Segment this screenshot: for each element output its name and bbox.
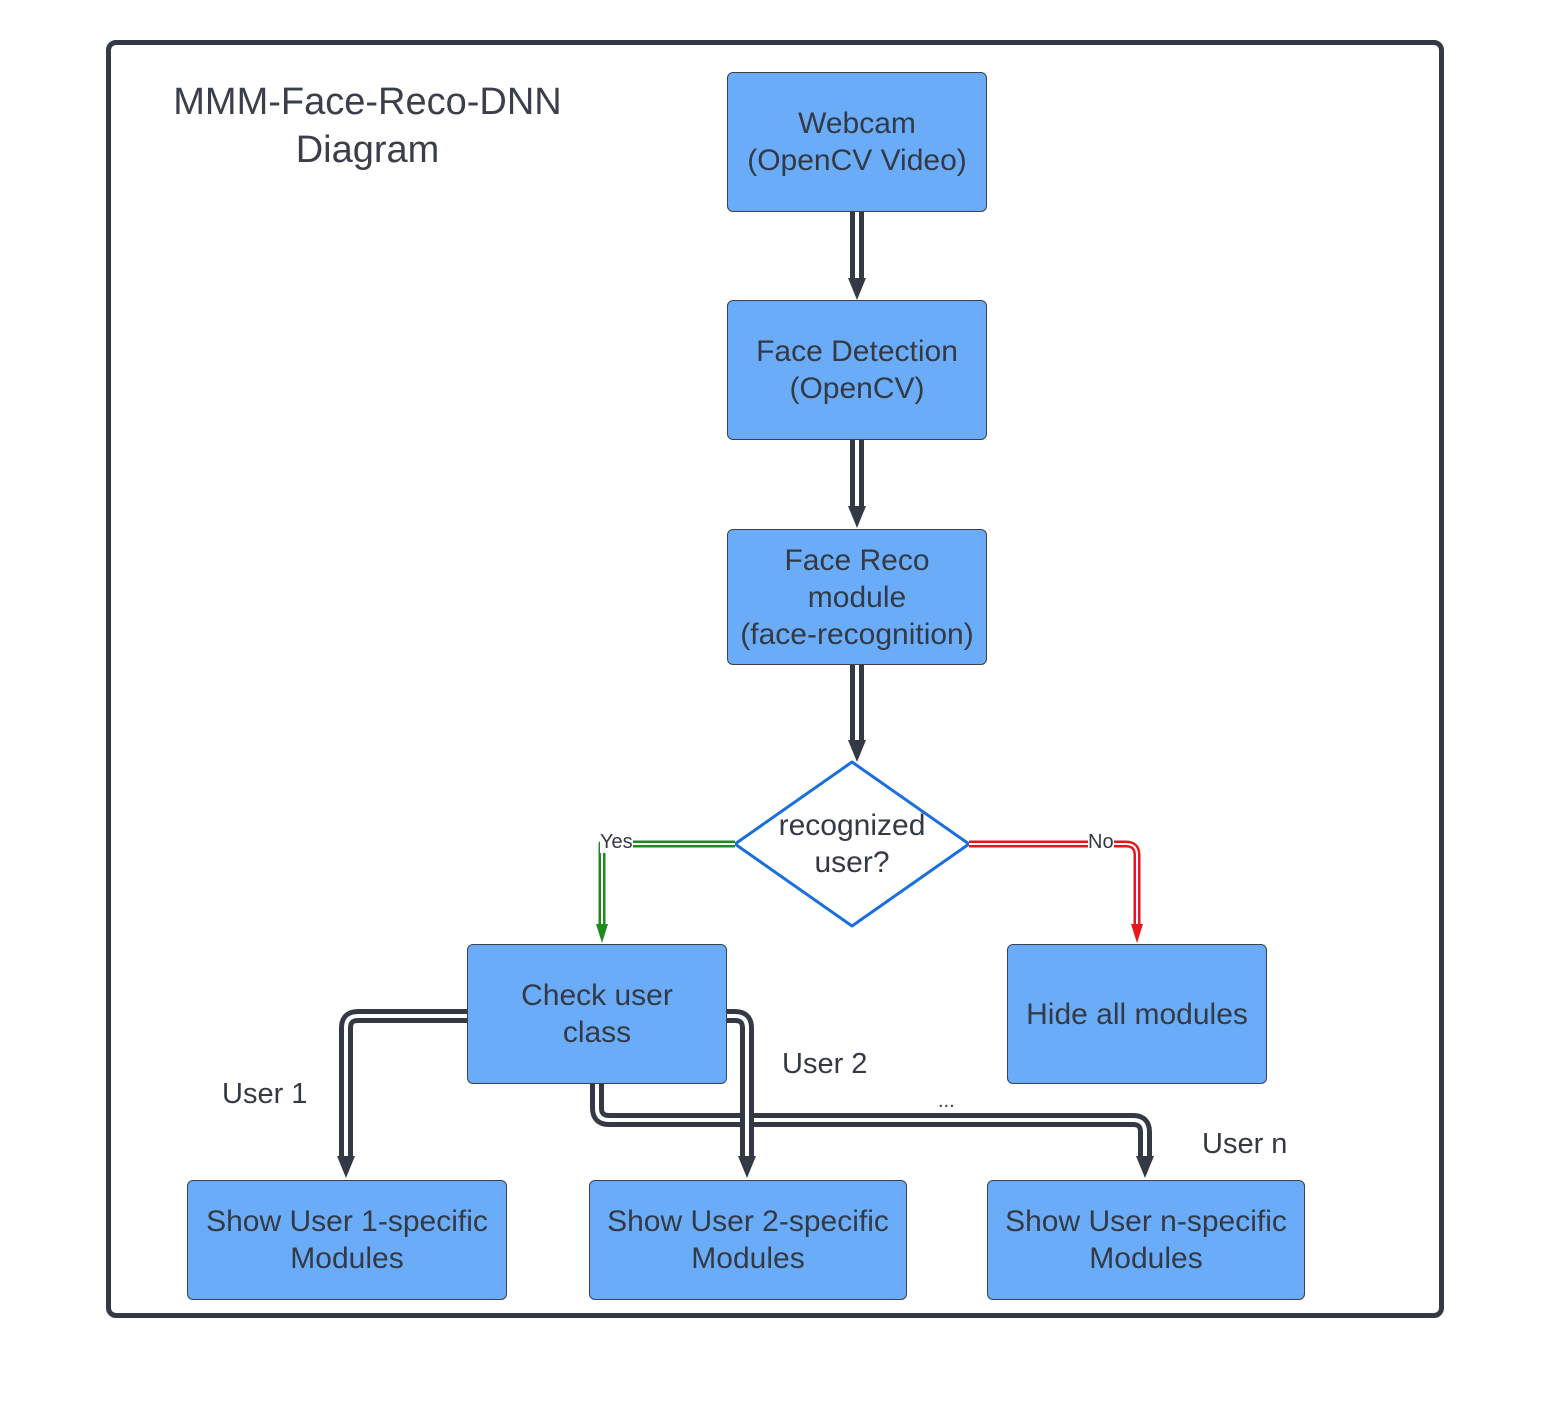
node-show-user-2: Show User 2-specific Modules bbox=[589, 1180, 907, 1300]
node-face-reco-line-1: Face Reco bbox=[784, 543, 930, 577]
node-show-user-1-line-2: Modules bbox=[290, 1242, 404, 1275]
title-line-1: MMM-Face-Reco-DNN bbox=[173, 81, 562, 123]
node-webcam: Webcam (OpenCV Video) bbox=[727, 72, 987, 212]
edge-label-user-2: User 2 bbox=[782, 1048, 868, 1080]
title-line-2: Diagram bbox=[295, 129, 440, 171]
edge-label-ellipsis: ... bbox=[938, 1090, 955, 1112]
edge-user-2 bbox=[727, 1009, 756, 1178]
node-face-reco: Face Reco module (face-recognition) bbox=[727, 529, 987, 665]
edge-yes bbox=[596, 840, 735, 943]
node-show-user-n: Show User n-specific Modules bbox=[987, 1180, 1305, 1300]
node-decision-line-1: recognized bbox=[778, 809, 926, 842]
node-face-detection-line-1: Face Detection bbox=[756, 335, 958, 368]
node-check-user-line-1: Check user bbox=[521, 979, 673, 1012]
node-hide-all-modules: Hide all modules bbox=[1007, 944, 1267, 1084]
node-webcam-line-1: Webcam bbox=[798, 107, 916, 140]
node-show-user-1-line-1: Show User 1-specific bbox=[206, 1205, 488, 1238]
node-face-reco-line-3: (face-recognition) bbox=[740, 617, 974, 651]
decision-diamond bbox=[733, 760, 971, 928]
node-show-user-2-line-2: Modules bbox=[691, 1242, 805, 1275]
node-show-user-n-line-2: Modules bbox=[1089, 1242, 1203, 1275]
edge-reco-to-decision bbox=[848, 665, 866, 762]
edge-label-no: No bbox=[1088, 831, 1114, 853]
node-face-detection-line-2: (OpenCV) bbox=[789, 372, 925, 405]
node-decision: recognized user? bbox=[734, 762, 970, 926]
edge-webcam-to-detection bbox=[848, 212, 866, 300]
edge-label-user-1: User 1 bbox=[222, 1078, 308, 1110]
diagram-title: MMM-Face-Reco-DNN Diagram bbox=[150, 78, 585, 174]
node-check-user-line-2: class bbox=[562, 1016, 632, 1049]
node-hide-all-line-1: Hide all modules bbox=[1026, 997, 1248, 1031]
edge-detection-to-reco bbox=[848, 440, 866, 528]
node-webcam-line-2: (OpenCV Video) bbox=[747, 144, 967, 177]
diagram-frame bbox=[106, 40, 1444, 1318]
node-decision-line-2: user? bbox=[814, 846, 890, 879]
node-check-user-class: Check user class bbox=[467, 944, 727, 1084]
node-face-reco-line-2: module bbox=[807, 580, 907, 614]
edge-user-1 bbox=[337, 1009, 468, 1178]
node-show-user-2-line-1: Show User 2-specific bbox=[607, 1205, 889, 1238]
node-show-user-1: Show User 1-specific Modules bbox=[187, 1180, 507, 1300]
edge-label-yes: Yes bbox=[600, 831, 633, 853]
node-face-detection: Face Detection (OpenCV) bbox=[727, 300, 987, 440]
edge-no bbox=[969, 840, 1143, 943]
edge-label-user-n: User n bbox=[1202, 1128, 1288, 1160]
edge-user-n bbox=[590, 1084, 1154, 1178]
node-show-user-n-line-1: Show User n-specific bbox=[1005, 1205, 1287, 1238]
